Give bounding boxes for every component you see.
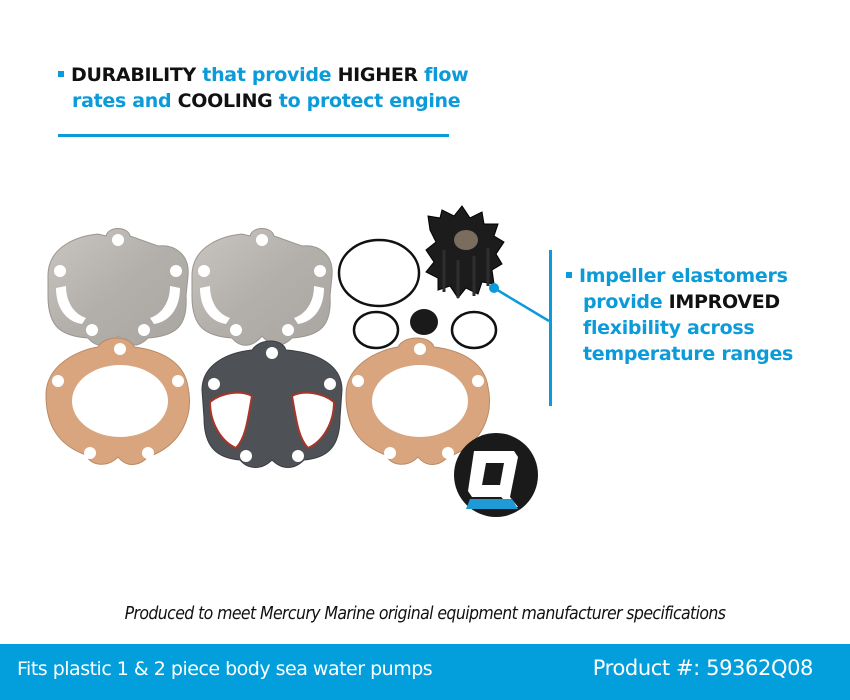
rubber-seal-disc: [410, 309, 438, 335]
callout-text: that provide: [195, 64, 338, 86]
callout-text: Impeller elastomers: [579, 265, 788, 287]
bullet-icon: [58, 70, 64, 77]
pointer-dot: [489, 283, 499, 293]
product-image: [45, 205, 550, 517]
callout-line-2: provide IMPROVED: [566, 289, 836, 315]
callout-text: HIGHER: [337, 64, 419, 86]
small-o-ring-right: [450, 310, 498, 350]
right-divider: [549, 250, 552, 406]
bullet-icon: [566, 271, 572, 278]
callout-text: rates and: [72, 90, 178, 112]
callout-line-3: flexibility across: [583, 317, 755, 339]
callout-text: COOLING: [177, 90, 273, 112]
callout-text: flow: [417, 64, 469, 86]
callout-text: DURABILITY: [71, 64, 196, 86]
small-o-ring-left: [352, 310, 400, 350]
steel-plate-1: [47, 228, 189, 346]
steel-plate-2: [191, 228, 333, 346]
paper-gasket-1: [45, 337, 190, 465]
paper-gasket-2: [345, 337, 490, 465]
callout-line-4: temperature ranges: [583, 343, 794, 365]
callout-text: IMPROVED: [668, 291, 781, 313]
oem-tagline: Produced to meet Mercury Marine original…: [124, 604, 726, 624]
callout-pointer: [493, 286, 550, 323]
q-logo-icon: [454, 433, 538, 517]
footer-bar: Fits plastic 1 & 2 piece body sea water …: [0, 644, 850, 700]
impeller: [425, 205, 505, 299]
product-number: Product #: 59362Q08: [592, 656, 814, 680]
callout-line-2: rates and COOLING to protect engine: [58, 88, 478, 114]
compatibility-text: Fits plastic 1 & 2 piece body sea water …: [17, 658, 433, 680]
durability-callout: DURABILITY that provide HIGHER flow rate…: [58, 62, 478, 114]
large-o-ring: [337, 238, 421, 308]
top-divider: [58, 134, 449, 137]
rubber-sealed-gasket: [201, 340, 343, 468]
impeller-callout: Impeller elastomers provide IMPROVED fle…: [566, 263, 836, 367]
callout-text: provide: [583, 291, 669, 313]
callout-text: to protect engine: [272, 90, 461, 112]
callout-line-1: DURABILITY that provide HIGHER flow: [58, 62, 478, 88]
callout-line-1: Impeller elastomers: [566, 263, 836, 289]
